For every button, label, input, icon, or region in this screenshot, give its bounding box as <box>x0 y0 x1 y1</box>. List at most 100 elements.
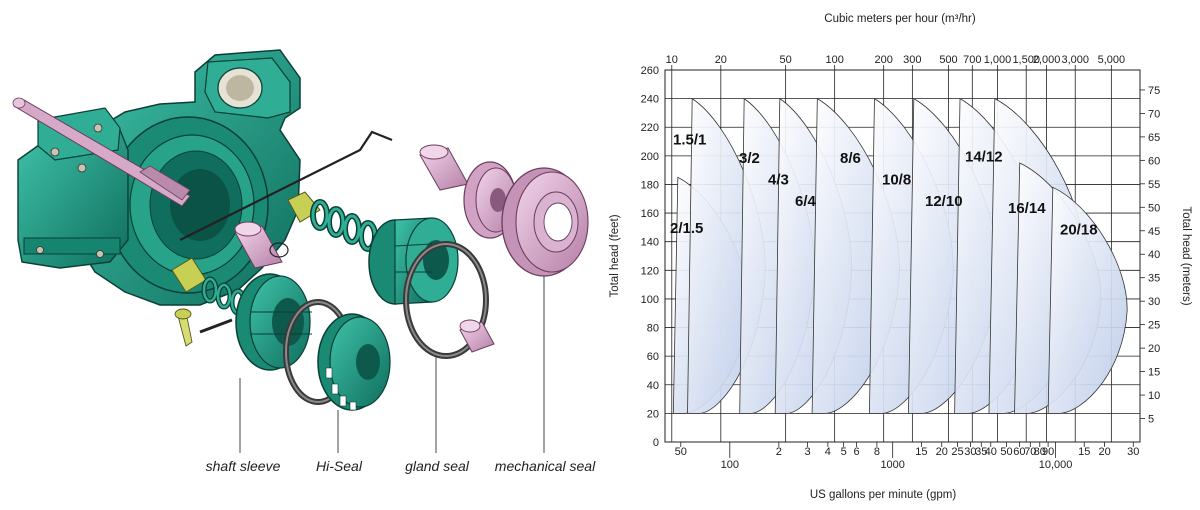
callout-mechanical-seal: mechanical seal <box>495 458 596 474</box>
right-tick-label: 35 <box>1148 273 1160 285</box>
bottom-axis-title: US gallons per minute (gpm) <box>810 489 957 501</box>
right-tick-label: 30 <box>1148 296 1160 308</box>
curve-labels: 2/1.51.5/13/24/36/48/610/812/1014/1216/1… <box>670 131 1098 238</box>
right-tick-label: 60 <box>1148 155 1160 167</box>
bottom-tick-label: 35 <box>975 446 987 458</box>
top-tick-label: 300 <box>903 54 921 66</box>
bottom-tick-label: 60 <box>1013 446 1025 458</box>
right-tick-label: 40 <box>1148 249 1160 261</box>
left-tick-label: 140 <box>641 237 659 249</box>
bottom-tick-label: 15 <box>915 446 927 458</box>
right-tick-label: 75 <box>1148 85 1160 97</box>
bottom-tick-label: 25 <box>951 446 963 458</box>
left-tick-label: 40 <box>647 380 659 392</box>
pump-performance-chart: Cubic meters per hour (m³/hr) US gallons… <box>609 13 1192 501</box>
left-tick-label: 220 <box>641 122 659 134</box>
bottom-tick-label: 15 <box>1078 446 1090 458</box>
right-tick-label: 25 <box>1148 320 1160 332</box>
right-tick-label: 45 <box>1148 226 1160 238</box>
hi-seal-part <box>235 273 312 371</box>
curve-label: 20/18 <box>1060 222 1098 239</box>
left-tick-label: 80 <box>647 323 659 335</box>
pump-curves <box>672 97 1128 414</box>
left-tick-label: 0 <box>653 437 659 449</box>
bottom-tick-label: 5 <box>841 446 847 458</box>
gland-seal-part <box>368 217 459 305</box>
top-tick-label: 1,000 <box>984 54 1012 66</box>
left-tick-label: 240 <box>641 94 659 106</box>
seal-spring-upper <box>287 191 378 252</box>
seal-spring-lower <box>171 257 247 347</box>
bottom-major-tick-label: 10,000 <box>1039 459 1073 471</box>
shaft-sleeve-part <box>234 221 289 269</box>
bottom-tick-label: 50 <box>675 446 687 458</box>
callout-hi-seal: Hi-Seal <box>316 458 363 474</box>
top-tick-label: 2,000 <box>1033 54 1061 66</box>
left-axis-title: Total head (feet) <box>609 214 621 297</box>
curve-label: 4/3 <box>768 171 789 188</box>
gland-sleeve-part <box>459 319 495 353</box>
callout-gland-seal: gland seal <box>405 458 470 474</box>
bottom-tick-label: 2 <box>776 446 782 458</box>
bottom-tick-label: 40 <box>985 446 997 458</box>
top-tick-label: 100 <box>825 54 843 66</box>
bottom-tick-label: 20 <box>936 446 948 458</box>
bottom-tick-label: 6 <box>853 446 859 458</box>
right-axis-title: Total head (meters) <box>1180 206 1192 305</box>
bottom-tick-label: 3 <box>804 446 810 458</box>
top-tick-label: 50 <box>780 54 792 66</box>
bottom-tick-label: 8 <box>874 446 880 458</box>
bottom-tick-label: 30 <box>964 446 976 458</box>
pump-curve-region <box>1047 186 1128 414</box>
bottom-tick-label: 4 <box>825 446 831 458</box>
left-tick-label: 100 <box>641 294 659 306</box>
top-tick-label: 500 <box>939 54 957 66</box>
pump-exploded-illustration: shaft sleeve Hi-Seal gland seal mechanic… <box>12 49 596 474</box>
curve-label: 3/2 <box>739 150 760 167</box>
bottom-tick-label: 70 <box>1024 446 1036 458</box>
left-tick-label: 160 <box>641 208 659 220</box>
leader-line-casing <box>179 130 393 241</box>
bottom-tick-label: 50 <box>1000 446 1012 458</box>
right-tick-label: 70 <box>1148 108 1160 120</box>
curve-label: 16/14 <box>1008 200 1046 217</box>
curve-label: 1.5/1 <box>673 131 706 148</box>
left-tick-label: 260 <box>641 65 659 77</box>
top-tick-label: 3,000 <box>1061 54 1089 66</box>
expeller-part <box>317 313 391 411</box>
curve-label: 10/8 <box>882 171 911 188</box>
left-tick-label: 20 <box>647 408 659 420</box>
top-tick-label: 200 <box>875 54 893 66</box>
left-tick-label: 120 <box>641 265 659 277</box>
bottom-tick-label: 20 <box>1098 446 1110 458</box>
right-tick-label: 20 <box>1148 343 1160 355</box>
bottom-major-tick-label: 1000 <box>880 459 904 471</box>
left-tick-label: 200 <box>641 151 659 163</box>
mechanical-seal-part <box>419 144 589 277</box>
curve-label: 14/12 <box>965 149 1003 166</box>
top-tick-label: 20 <box>715 54 727 66</box>
top-axis-title: Cubic meters per hour (m³/hr) <box>824 13 976 25</box>
pump-shaft <box>12 97 191 207</box>
right-tick-label: 5 <box>1148 414 1154 426</box>
right-tick-label: 15 <box>1148 367 1160 379</box>
curve-label: 8/6 <box>840 150 861 167</box>
curve-label: 2/1.5 <box>670 220 703 237</box>
bottom-tick-label: 30 <box>1127 446 1139 458</box>
top-tick-label: 5,000 <box>1098 54 1126 66</box>
bottom-tick-label: 90 <box>1042 446 1054 458</box>
callout-shaft-sleeve: shaft sleeve <box>206 458 281 474</box>
bottom-tick-label: 80 <box>1034 446 1046 458</box>
axis-ticks: 0204060801001201401601802002202402605101… <box>641 54 1161 471</box>
top-tick-label: 10 <box>666 54 678 66</box>
left-tick-label: 180 <box>641 179 659 191</box>
right-tick-label: 65 <box>1148 132 1160 144</box>
curve-label: 6/4 <box>795 193 817 210</box>
right-tick-label: 10 <box>1148 390 1160 402</box>
left-tick-label: 60 <box>647 351 659 363</box>
top-tick-label: 700 <box>963 54 981 66</box>
bottom-major-tick-label: 100 <box>721 459 739 471</box>
top-tick-label: 1,500 <box>1012 54 1040 66</box>
right-tick-label: 50 <box>1148 202 1160 214</box>
